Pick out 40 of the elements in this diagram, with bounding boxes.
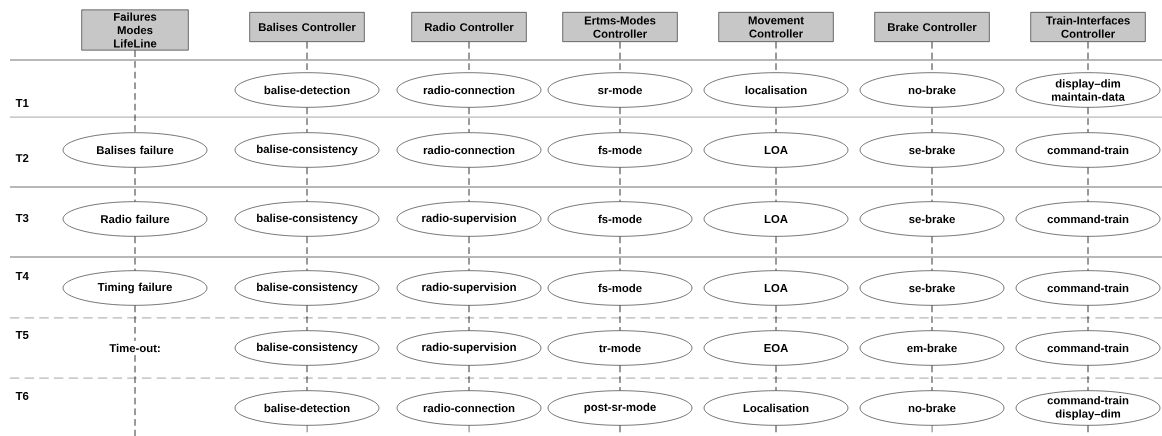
lifeline [619, 167, 621, 202]
lifeline-header-box: Ertms-Modes Controller [562, 12, 678, 42]
lifeline [306, 167, 308, 202]
lifeline [619, 236, 621, 271]
lifeline [1087, 236, 1089, 271]
time-label: T1 [15, 99, 29, 107]
time-label: T4 [15, 272, 29, 280]
lifeline [134, 354, 136, 436]
lifeline [931, 41, 933, 73]
lifeline [134, 50, 136, 133]
lifeline-header-box: Train-Interfaces Controller [1030, 12, 1146, 42]
lifeline-header-box: Balises Controller [249, 12, 365, 42]
time-label: T5 [15, 331, 29, 339]
time-label: T6 [15, 392, 29, 400]
lifeline [619, 425, 621, 436]
lifeline-header-box: Brake Controller [874, 12, 990, 42]
lifeline [306, 41, 308, 73]
lifeline [134, 236, 136, 271]
lifeline [931, 167, 933, 202]
lifeline [1087, 41, 1089, 73]
lifeline [931, 236, 933, 271]
lifeline [306, 236, 308, 271]
lifeline-header-box: Movement Controller [718, 12, 834, 42]
lifeline [468, 41, 470, 73]
lifeline-header-box: Failures Modes LifeLine [81, 9, 189, 51]
lifeline [134, 167, 136, 202]
lifeline [134, 305, 136, 342]
lifeline [468, 167, 470, 202]
lifeline [775, 167, 777, 202]
lifeline [775, 41, 777, 73]
lifeline [468, 236, 470, 271]
lifeline [619, 41, 621, 73]
event-text: Time-out: [106, 341, 164, 355]
lifeline [1087, 425, 1089, 436]
lifeline [775, 425, 777, 436]
lifeline [775, 236, 777, 271]
lifeline-header-box: Radio Controller [411, 12, 527, 42]
time-label: T3 [15, 214, 29, 222]
lifeline [1087, 167, 1089, 202]
time-label: T2 [15, 154, 29, 162]
